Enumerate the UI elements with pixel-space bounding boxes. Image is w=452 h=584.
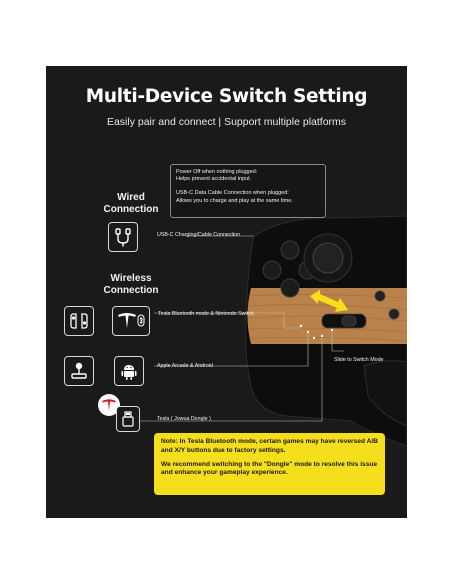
slide-switch-label: Slide to Switch Mode — [334, 357, 384, 363]
slide-knob — [341, 315, 357, 327]
joystick-stick — [312, 242, 344, 274]
connector-dongle — [140, 338, 323, 422]
controller-grip — [363, 360, 407, 427]
page-subtitle: Easily pair and connect | Support multip… — [106, 116, 347, 128]
controller-illustration — [140, 215, 407, 447]
callout-line: Helps prevent accidental input. — [176, 176, 252, 183]
nintendo-switch-icon — [64, 306, 94, 336]
usb-dongle-icon — [116, 406, 140, 432]
apple-mode-label: Apple Arcade & Android — [157, 363, 213, 369]
dongle-mode-label: Tesla ( Jowua Dongle ) — [157, 416, 211, 422]
connector-tesla-bt — [154, 312, 301, 329]
power-callout: Power Off when nothing plugged: Helps pr… — [170, 164, 326, 218]
callout-line: Power Off when nothing plugged: — [176, 169, 258, 175]
callout-line: USB-C Data Cable Connection when plugged… — [176, 190, 289, 197]
small-button — [388, 308, 400, 320]
tesla-bt-mode-label: Tesla Bluetooth mode & Nintendo Switch — [158, 311, 254, 317]
usb-c-cable-icon — [108, 222, 138, 252]
usb-mode-label: USB-C Charging/Cable Connection — [157, 232, 241, 238]
face-button-bottom — [280, 278, 300, 298]
connector-apple — [154, 334, 309, 367]
note-paragraph: Note: In Tesla Bluetooth mode, certain g… — [161, 438, 378, 454]
tesla-bluetooth-icon — [112, 306, 150, 336]
connector-slide — [331, 332, 344, 352]
feature-panel: Multi-Device Switch Setting Easily pair … — [46, 66, 407, 518]
note-paragraph: We recommend switching to the "Dongle" m… — [161, 460, 378, 477]
switch-arrow — [310, 290, 348, 312]
page-title: Multi-Device Switch Setting — [85, 86, 368, 107]
face-button-top — [280, 240, 300, 260]
callout-line: Allows you to charge and play at the sam… — [176, 197, 293, 204]
tesla-icon — [98, 394, 120, 416]
android-icon — [114, 356, 144, 386]
wireless-section-label: Wireless Connection — [103, 273, 159, 296]
small-button — [374, 290, 386, 302]
tesla-note: Note: In Tesla Bluetooth mode, certain g… — [154, 433, 385, 495]
joystick-icon — [64, 356, 94, 386]
face-button-left — [262, 260, 282, 280]
wired-section-label: Wired Connection — [103, 192, 159, 215]
